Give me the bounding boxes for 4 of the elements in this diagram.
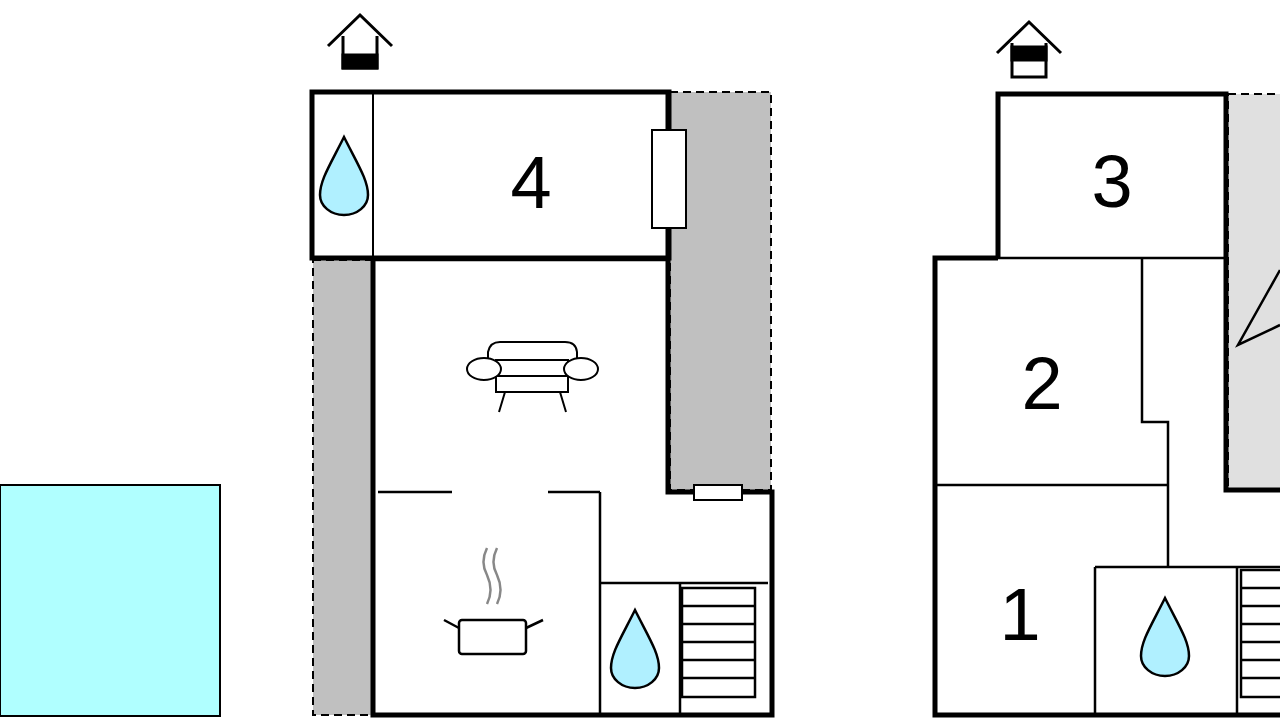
room-number: 1: [999, 578, 1041, 652]
room-number: 2: [1021, 347, 1063, 421]
room-number: 4: [510, 146, 552, 220]
room-number: 3: [1091, 145, 1133, 219]
